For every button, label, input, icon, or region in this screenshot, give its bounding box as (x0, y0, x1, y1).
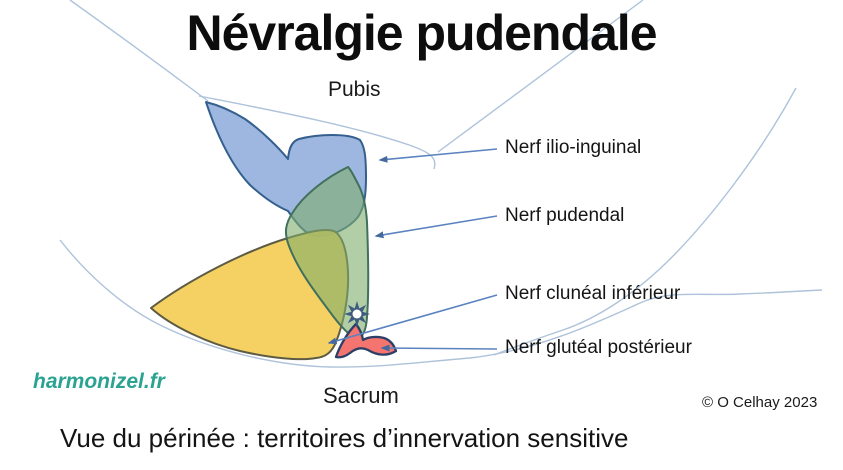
leader-pudendal (374, 215, 498, 239)
contour-lower-fold (59, 239, 823, 368)
contour-left-diagonal (69, 0, 209, 102)
page-title: Névralgie pudendale (186, 5, 657, 61)
anus-star-icon (344, 301, 370, 327)
nerve-label-pudendal: Nerf pudendal (505, 205, 625, 226)
watermark-link[interactable]: harmonizel.fr (33, 370, 165, 393)
leader-cluneal-inferieur (327, 294, 498, 345)
territories (150, 101, 398, 361)
contour-center-diagonal (437, 0, 644, 153)
leader-ilio-inguinal (378, 148, 498, 163)
nerve-label-cluneal-inferieur: Nerf clunéal inférieur (505, 283, 681, 304)
body-contour-lines (59, 0, 823, 368)
leader-gluteal-posterieur (380, 344, 498, 352)
contour-pubic-arch (198, 95, 436, 170)
nerve-label-gluteal-posterieur: Nerf glutéal postérieur (505, 337, 692, 358)
copyright-notice: © O Celhay 2023 (702, 394, 818, 411)
leader-lines (327, 148, 498, 352)
pubis-label: Pubis (328, 78, 381, 101)
nerve-label-ilio-inguinal: Nerf ilio-inguinal (505, 137, 642, 158)
sacrum-label: Sacrum (323, 383, 399, 408)
contour-right-fold (493, 87, 797, 356)
diagram-caption: Vue du périnée : territoires d’innervati… (60, 423, 629, 453)
